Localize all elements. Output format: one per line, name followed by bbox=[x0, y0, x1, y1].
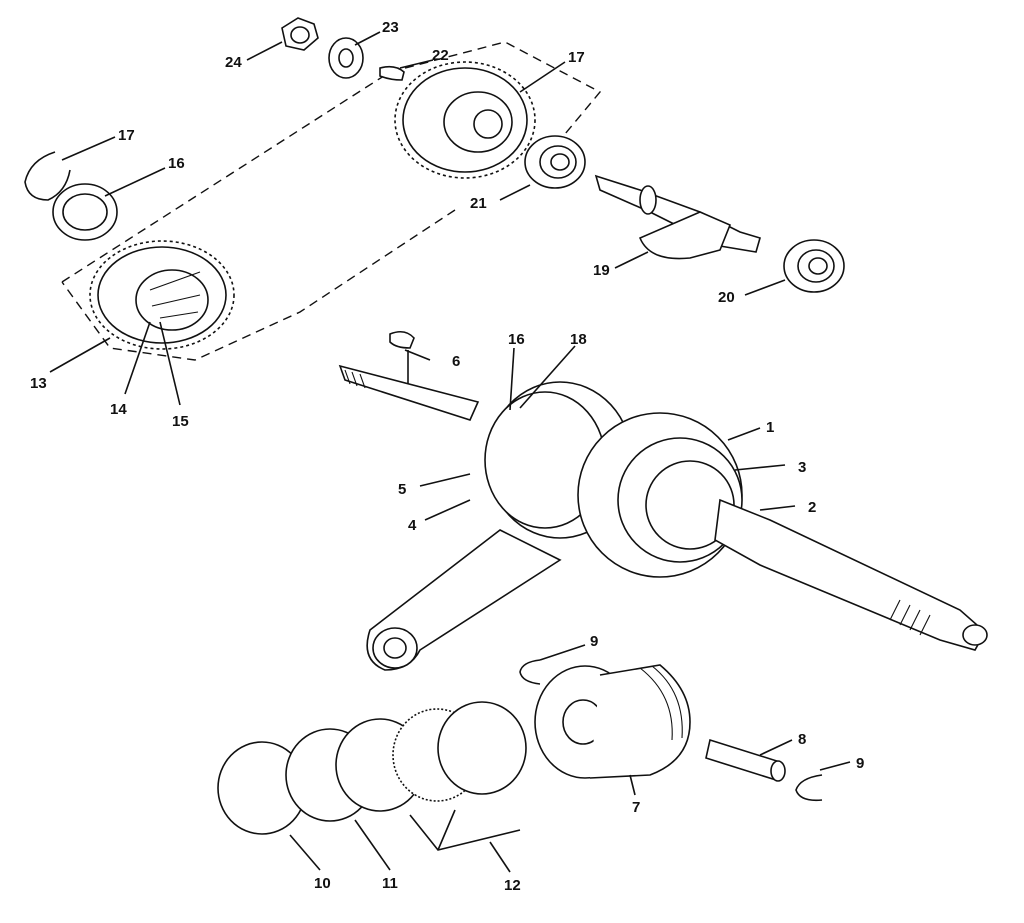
crankshaft-assembly bbox=[338, 364, 988, 671]
callout-14: 14 bbox=[110, 401, 127, 418]
callout-10: 10 bbox=[314, 875, 331, 892]
leader-lines bbox=[49, 31, 851, 873]
part-12-piston-ring-set bbox=[335, 701, 527, 851]
callout-20: 20 bbox=[718, 289, 735, 306]
callout-7: 7 bbox=[632, 799, 640, 816]
callout-21: 21 bbox=[470, 195, 487, 212]
part-23-washer bbox=[328, 37, 364, 79]
part-20-bearing bbox=[783, 239, 845, 293]
callout-2: 2 bbox=[808, 499, 816, 516]
callout-11: 11 bbox=[382, 875, 398, 892]
callout-3: 3 bbox=[798, 459, 806, 476]
part-7-piston bbox=[534, 664, 691, 779]
callout-4: 4 bbox=[408, 517, 417, 534]
gear-assembly-dashed-outline bbox=[61, 41, 602, 361]
part-24-nut bbox=[281, 17, 319, 51]
part-19-balancer-shaft bbox=[594, 174, 761, 260]
callout-17-top: 17 bbox=[118, 127, 135, 144]
part-22-woodruff-key bbox=[379, 65, 405, 81]
callout-17: 18 bbox=[570, 331, 587, 348]
callout-18: 17 bbox=[568, 49, 585, 66]
callout-24: 24 bbox=[225, 54, 242, 71]
callout-13: 13 bbox=[30, 375, 47, 392]
callout-16-top: 16 bbox=[168, 155, 185, 172]
callout-19: 19 bbox=[593, 262, 610, 279]
part-13-drive-gear bbox=[89, 240, 235, 350]
part-16-washer bbox=[52, 183, 118, 241]
callout-23: 23 bbox=[382, 19, 399, 36]
callout-5: 5 bbox=[398, 481, 406, 498]
callout-6: 6 bbox=[452, 353, 460, 370]
callout-1: 1 bbox=[766, 419, 774, 436]
callout-9-top: 9 bbox=[590, 633, 598, 650]
part-21-bearing bbox=[524, 135, 586, 189]
callout-16: 16 bbox=[508, 331, 525, 348]
part-9-piston-pin-clip-right bbox=[795, 774, 823, 802]
callout-8: 8 bbox=[798, 731, 806, 748]
callout-12: 12 bbox=[504, 877, 521, 894]
part-18-gear bbox=[394, 61, 536, 179]
part-6-key bbox=[389, 330, 415, 349]
part-9-piston-pin-clip-top bbox=[519, 659, 541, 685]
callout-15: 15 bbox=[172, 413, 189, 430]
part-8-piston-pin bbox=[705, 738, 786, 782]
callout-22: 22 bbox=[432, 47, 449, 64]
part-17-circlip bbox=[24, 151, 71, 201]
callout-9-right: 9 bbox=[856, 755, 864, 772]
callout-labels: 24 23 22 17 17 16 21 19 20 13 14 15 6 16… bbox=[30, 19, 864, 894]
